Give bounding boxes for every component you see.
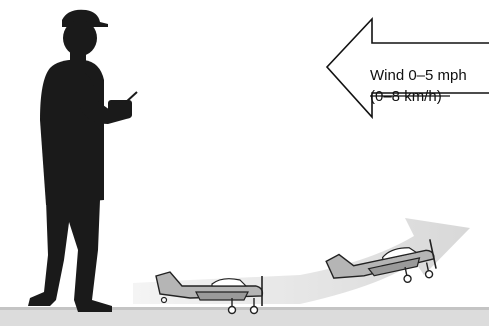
wind-label-line1: Wind 0–5 mph: [370, 67, 467, 84]
transmitter: [108, 100, 132, 118]
leg-back: [28, 200, 72, 306]
torso: [40, 60, 104, 205]
leg-front: [62, 200, 112, 312]
pilot-silhouette: [28, 10, 137, 312]
transmitter-antenna: [126, 92, 137, 102]
ground: [0, 309, 489, 326]
ground-edge: [0, 307, 489, 310]
